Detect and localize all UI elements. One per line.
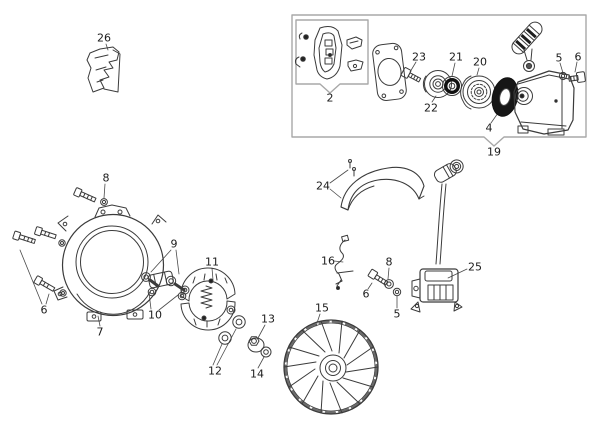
flange-nut-13-drawing xyxy=(247,336,265,353)
bolt-collar-set-drawing xyxy=(141,272,187,301)
washers-12-drawing xyxy=(218,315,246,345)
pawl-kit-drawing xyxy=(294,26,364,80)
callout-11: 11 xyxy=(205,255,219,269)
washer-5-right-drawing xyxy=(392,287,402,297)
callout-4: 4 xyxy=(485,121,493,135)
pawl-kit-group-box xyxy=(295,19,369,94)
bracket-drawing xyxy=(86,46,121,93)
callout-5-top: 5 xyxy=(555,51,563,65)
flywheel-drawing xyxy=(283,319,379,415)
callout-21: 21 xyxy=(449,50,463,64)
callout-10: 10 xyxy=(148,308,162,322)
bolts-6-left-drawing xyxy=(12,226,67,297)
callout-2: 2 xyxy=(326,91,334,105)
callout-9: 9 xyxy=(170,237,178,251)
callout-7: 7 xyxy=(96,325,104,339)
callout-5-right: 5 xyxy=(393,307,401,321)
callout-26: 26 xyxy=(97,31,111,45)
callout-8-right: 8 xyxy=(385,255,393,269)
starter-pulley-drawing xyxy=(491,77,519,117)
callout-24: 24 xyxy=(316,179,330,193)
clutch-shoes-drawing xyxy=(180,267,236,331)
callout-23: 23 xyxy=(412,50,426,64)
ignition-coil-drawing xyxy=(410,159,464,313)
callout-6-top: 6 xyxy=(574,50,582,64)
bolt-23-drawing xyxy=(400,67,422,83)
callout-6-left: 6 xyxy=(40,303,48,317)
callout-16: 16 xyxy=(321,254,335,268)
shield-drawing xyxy=(340,159,425,211)
bolt-6-top-drawing xyxy=(568,71,586,83)
bolt-8-left-drawing xyxy=(73,187,108,206)
callout-13: 13 xyxy=(261,312,275,326)
starter-housing-drawing xyxy=(513,70,575,136)
washer-14-drawing xyxy=(260,346,272,358)
callout-22: 22 xyxy=(424,101,438,115)
starter-assembly-group-box xyxy=(291,14,587,147)
ignition-wire-drawing xyxy=(334,234,354,290)
callout-14: 14 xyxy=(250,367,264,381)
callout-12: 12 xyxy=(208,364,222,378)
gasket-drawing xyxy=(372,42,407,101)
callout-6-right: 6 xyxy=(362,287,370,301)
callout-19: 19 xyxy=(487,145,501,159)
starter-handle-drawing xyxy=(511,21,543,72)
leader-lines xyxy=(19,43,578,369)
callout-25: 25 xyxy=(468,260,482,274)
bearing-drawing xyxy=(442,76,462,96)
callout-15: 15 xyxy=(315,301,329,315)
bolt-6-right-drawing xyxy=(367,268,389,286)
callout-20: 20 xyxy=(473,55,487,69)
nut-8-right-drawing xyxy=(384,279,394,289)
fan-housing-drawing xyxy=(53,204,174,322)
callout-8-left: 8 xyxy=(102,171,110,185)
clutch-drum-drawing xyxy=(460,75,496,110)
washer-5-top-drawing xyxy=(558,71,568,81)
